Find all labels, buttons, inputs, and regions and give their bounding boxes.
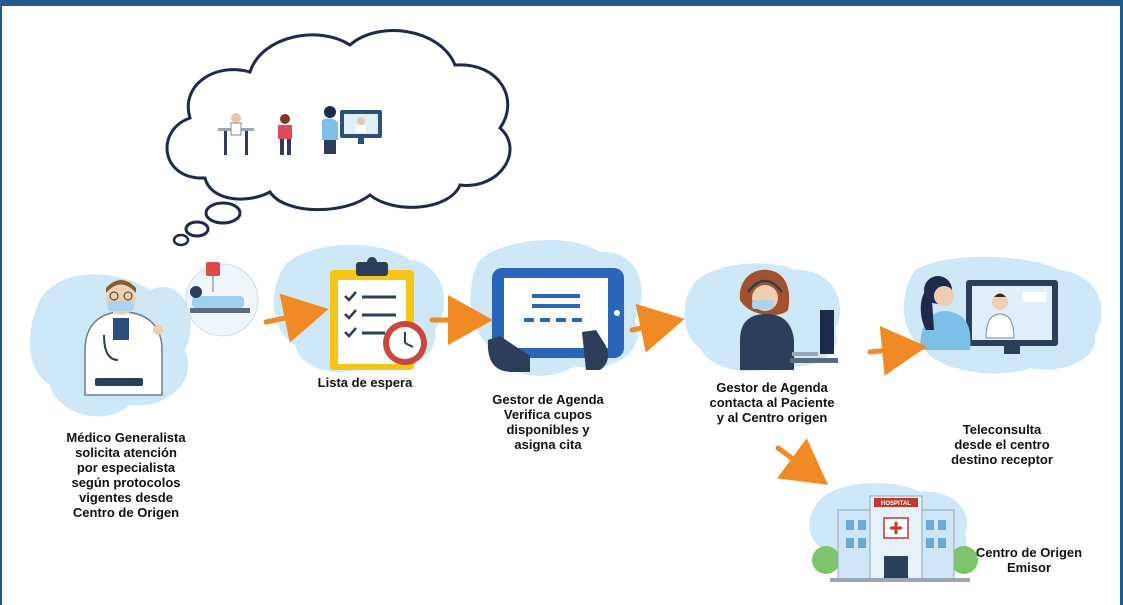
hospital-sign-text: HOSPITAL <box>881 501 911 507</box>
step-label-lista-espera: Lista de espera <box>317 375 413 390</box>
step-label-medico: Médico Generalista solicita atención por… <box>66 430 186 520</box>
teleconsultation-icon <box>920 276 1058 354</box>
flow-arrows <box>263 293 927 485</box>
clipboard-checklist-icon <box>330 257 427 370</box>
arrow-1 <box>263 293 329 343</box>
arrow-4 <box>867 325 927 376</box>
arrow-5 <box>775 438 829 485</box>
patient-bed-icon <box>185 262 259 337</box>
doctor-icon <box>84 280 163 396</box>
arrow-3 <box>629 303 685 353</box>
thought-cloud <box>165 29 512 247</box>
step-label-teleconsulta: Teleconsulta desde el centro destino rec… <box>951 422 1053 467</box>
patient-seated-icon <box>278 114 292 155</box>
step-label-contacta: Gestor de Agenda contacta al Paciente y … <box>709 380 835 425</box>
step-label-centro-origen: Centro de Origen Emisor <box>975 545 1083 575</box>
telemedicine-screen-icon <box>322 106 382 154</box>
consultation-scene-icon <box>218 113 254 155</box>
call-operator-icon <box>739 269 838 370</box>
hospital-building-icon: HOSPITAL <box>812 495 978 582</box>
step-label-verifica-cupos: Gestor de Agenda Verifica cupos disponib… <box>492 392 604 452</box>
tablet-agenda-icon <box>487 268 624 372</box>
